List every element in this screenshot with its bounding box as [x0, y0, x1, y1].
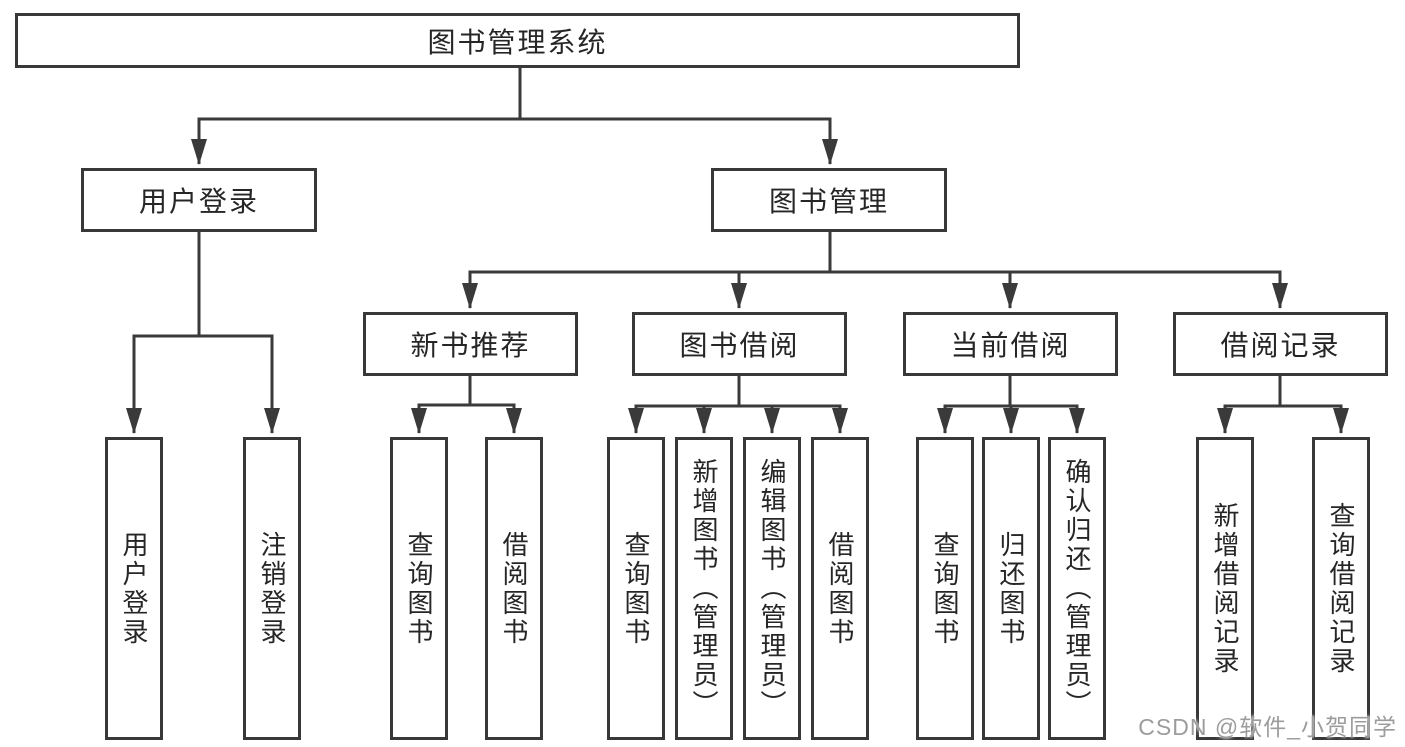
- leaf-label: 借阅图书: [825, 530, 855, 647]
- leaf-add-borrow-record: 新增借阅记录: [1196, 437, 1254, 740]
- node-label: 用户登录: [138, 186, 259, 217]
- node-book-borrowing: 图书借阅: [632, 312, 847, 376]
- node-label: 当前借阅: [950, 330, 1071, 361]
- node-current-borrowing: 当前借阅: [903, 312, 1118, 376]
- node-label: 图书借阅: [679, 330, 800, 361]
- leaf-label: 借阅图书: [499, 530, 529, 647]
- leaf-confirm-return-admin: 确认归还（管理员）: [1048, 437, 1106, 740]
- leaf-add-book-admin: 新增图书（管理员）: [675, 437, 733, 740]
- leaf-borrow-books-borrowing: 借阅图书: [811, 437, 869, 740]
- leaf-label: 查询借阅记录: [1326, 501, 1356, 676]
- leaf-return-books: 归还图书: [982, 437, 1040, 740]
- leaf-label: 编辑图书（管理员）: [757, 458, 787, 719]
- leaf-label: 新增借阅记录: [1210, 501, 1240, 676]
- node-label: 新书推荐: [410, 330, 531, 361]
- node-label: 图书管理: [768, 186, 889, 217]
- leaf-label: 用户登录: [119, 530, 149, 647]
- leaf-query-books-recommend: 查询图书: [390, 437, 448, 740]
- leaf-label: 查询图书: [930, 530, 960, 647]
- leaf-label: 归还图书: [996, 530, 1026, 647]
- leaf-label: 确认归还（管理员）: [1062, 458, 1092, 719]
- leaf-label: 注销登录: [257, 530, 287, 647]
- watermark: CSDN @软件_小贺同学: [1138, 714, 1397, 740]
- leaf-edit-book-admin: 编辑图书（管理员）: [743, 437, 801, 740]
- leaf-query-books-borrowing: 查询图书: [607, 437, 665, 740]
- node-user-login: 用户登录: [81, 168, 317, 232]
- node-new-book-recommend: 新书推荐: [363, 312, 578, 376]
- leaf-label: 查询图书: [404, 530, 434, 647]
- leaf-label: 查询图书: [621, 530, 651, 647]
- node-borrowing-records: 借阅记录: [1173, 312, 1388, 376]
- node-library-system: 图书管理系统: [15, 13, 1020, 68]
- leaf-query-borrow-record: 查询借阅记录: [1312, 437, 1370, 740]
- node-book-management: 图书管理: [711, 168, 947, 232]
- leaf-logout: 注销登录: [243, 437, 301, 740]
- leaf-query-books-current: 查询图书: [916, 437, 974, 740]
- leaf-borrow-books-recommend: 借阅图书: [485, 437, 543, 740]
- leaf-user-login: 用户登录: [105, 437, 163, 740]
- node-label: 图书管理系统: [427, 26, 608, 58]
- leaf-label: 新增图书（管理员）: [689, 458, 719, 719]
- node-label: 借阅记录: [1220, 330, 1341, 361]
